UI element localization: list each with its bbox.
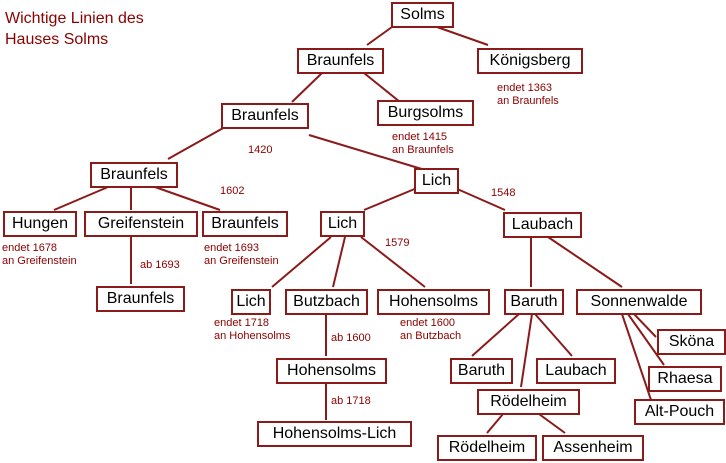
edge-sonnenwalde-altpouch: [621, 313, 652, 401]
node-braunfels-3: Braunfels: [90, 162, 178, 188]
node-braunfels-4: Braunfels: [202, 211, 288, 237]
edge-braunfels2-lich1: [308, 134, 426, 171]
note-line: endet 1693: [204, 242, 260, 254]
edge-baruth1-roedelheim1: [520, 313, 533, 388]
note-line: an Butzbach: [400, 330, 462, 342]
note-line: an Braunfels: [497, 95, 559, 107]
node-koenigsberg: Königsberg: [477, 48, 583, 74]
note-line: an Greifenstein: [204, 255, 279, 267]
node-roedelheim-2: Rödelheim: [437, 435, 537, 461]
node-hohensolms-2: Hohensolms: [276, 358, 387, 384]
note-koenigsberg-end: endet 1363 an Braunfels: [497, 82, 559, 108]
node-skoena: Sköna: [657, 329, 726, 355]
node-hungen: Hungen: [3, 211, 77, 237]
note-line: an Braunfels: [392, 144, 454, 156]
note-line: an Greifenstein: [2, 255, 77, 267]
note-year-1548: 1548: [491, 187, 516, 199]
note-line: endet 1678: [2, 242, 58, 254]
note-line: endet 1363: [497, 82, 553, 94]
edge-braunfels3-hungen: [53, 186, 109, 211]
edge-lich1-laubach1: [454, 187, 506, 211]
note-line: endet 1718: [214, 317, 270, 329]
note-burgsolms-end: endet 1415 an Braunfels: [392, 131, 454, 157]
edge-braunfels1-braunfels2: [291, 72, 323, 103]
title-line-1: Wichtige Linien des: [5, 10, 144, 27]
node-butzbach: Butzbach: [285, 289, 368, 315]
node-hohensolms-1: Hohensolms: [377, 289, 490, 315]
node-sonnenwalde: Sonnenwalde: [576, 289, 702, 315]
node-roedelheim-1: Rödelheim: [477, 389, 580, 415]
edge-sonnenwalde-rhaesa: [627, 313, 665, 366]
note-braunfels4-end: endet 1693 an Greifenstein: [204, 242, 279, 268]
note-greifenstein-ab: ab 1693: [140, 259, 180, 271]
node-braunfels-2: Braunfels: [221, 103, 309, 129]
node-baruth-2: Baruth: [450, 358, 513, 384]
note-line: endet 1600: [400, 317, 456, 329]
edge-braunfels3-braunfels4: [154, 186, 221, 211]
edge-roedelheim1-assenheim: [538, 413, 566, 434]
edge-solms-koenigsberg: [436, 26, 489, 46]
node-braunfels-5: Braunfels: [96, 286, 185, 312]
title-line-2: Hauses Solms: [5, 31, 109, 48]
node-hohensolms-lich: Hohensolms-Lich: [257, 421, 412, 447]
note-year-1579: 1579: [385, 237, 410, 249]
node-lich-2: Lich: [320, 211, 365, 237]
note-hohensolms2-ab: ab 1718: [331, 395, 371, 407]
note-hohensolms1-end: endet 1600 an Butzbach: [400, 317, 461, 343]
note-line: endet 1415: [392, 131, 448, 143]
node-alt-pouch: Alt-Pouch: [634, 399, 725, 425]
edge-baruth1-laubach2: [534, 313, 573, 357]
note-line: an Hohensolms: [214, 330, 291, 342]
edge-lich2-lich3: [271, 236, 332, 288]
node-laubach-2: Laubach: [536, 358, 616, 384]
node-assenheim: Assenheim: [542, 435, 644, 461]
node-greifenstein: Greifenstein: [84, 211, 198, 237]
edge-lich1-lich2: [363, 187, 418, 211]
node-lich-1: Lich: [414, 168, 459, 194]
edge-laubach1-sonnenwalde: [547, 236, 623, 288]
edge-solms-braunfels: [366, 26, 393, 46]
note-year-1602: 1602: [220, 185, 245, 197]
edge-braunfels1-burgsolms: [363, 72, 401, 103]
node-braunfels-1: Braunfels: [297, 48, 384, 74]
edge-braunfels2-braunfels3: [167, 126, 226, 160]
node-burgsolms: Burgsolms: [377, 100, 474, 126]
diagram-title: Wichtige Linien des Hauses Solms: [5, 8, 144, 50]
edge-roedelheim1-roedelheim2: [486, 413, 504, 434]
edge-baruth1-baruth2: [471, 313, 520, 357]
note-lich3-end: endet 1718 an Hohensolms: [214, 317, 290, 343]
edge-lich2-hohensolms1: [360, 236, 426, 288]
edge-sonnenwalde-skoena: [633, 313, 657, 338]
node-laubach-1: Laubach: [503, 212, 582, 238]
note-year-1420: 1420: [248, 144, 273, 156]
node-solms: Solms: [391, 2, 454, 28]
note-butzbach-ab: ab 1600: [331, 332, 371, 344]
edge-lich2-butzbach: [332, 236, 346, 288]
node-lich-3: Lich: [231, 289, 271, 315]
node-rhaesa: Rhaesa: [648, 366, 722, 392]
note-hungen-end: endet 1678 an Greifenstein: [2, 242, 77, 268]
node-baruth-1: Baruth: [504, 289, 564, 315]
